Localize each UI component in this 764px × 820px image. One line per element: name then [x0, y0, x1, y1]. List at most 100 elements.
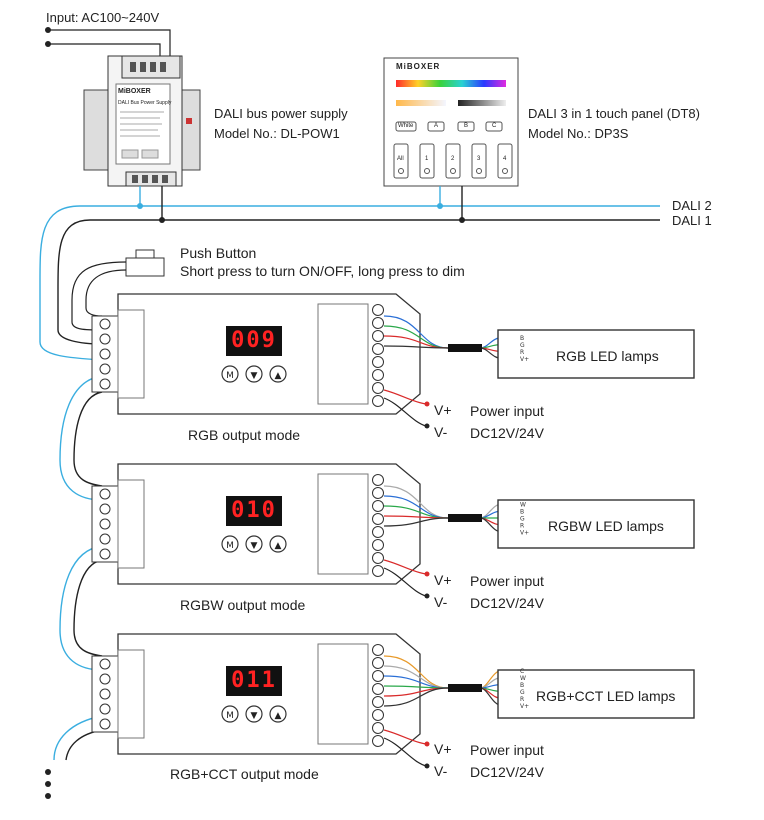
controller-output-label-area [317, 473, 369, 575]
cable-sheath [448, 344, 482, 352]
lamp-pin-label: R [520, 523, 524, 530]
lamp-pin-label: W [520, 502, 526, 509]
power-supply-brand: MiBOXER [118, 88, 151, 95]
power-negative-dot [424, 593, 430, 599]
output-terminal-screw [372, 722, 384, 734]
output-terminal-screw [372, 670, 384, 682]
lamp-box [497, 329, 695, 379]
power-wire-negative [383, 397, 427, 427]
output-terminal-screw [372, 487, 384, 499]
controller-1-mode-label: RGB output mode [188, 427, 301, 443]
controller-input-label-area [117, 309, 145, 399]
output-terminal-screw [372, 356, 384, 368]
control-button-label: ▼ [251, 711, 258, 721]
cable-sheath [448, 514, 482, 522]
push-button-title: Push Button [180, 245, 257, 261]
controller-1-display: 009 [226, 326, 282, 356]
control-button [269, 535, 287, 553]
control-button [245, 705, 263, 723]
lamp-pin-label: G [520, 689, 525, 696]
controller-2-lamp-label: RGBW LED lamps [548, 518, 664, 534]
lamp-box [497, 499, 695, 549]
output-terminal-screw [372, 735, 384, 747]
lamp-pin-label: B [520, 682, 524, 689]
control-button-label: M [226, 711, 234, 721]
output-terminal-screw [372, 657, 384, 669]
power-wire-positive [383, 559, 427, 575]
controller-3-vplus: V+ [434, 741, 452, 757]
ac-input-label: Input: AC100~240V [46, 10, 160, 25]
controller-input-label-area [117, 649, 145, 739]
controller-2-vplus: V+ [434, 572, 452, 588]
terminal-screw [99, 378, 111, 390]
touch-panel-button-white: White [398, 123, 414, 129]
terminal-screw [99, 488, 111, 500]
output-terminal-screw [372, 330, 384, 342]
output-terminal-screw [372, 369, 384, 381]
lamp-box [497, 669, 695, 719]
controller-output-label-area [317, 643, 369, 745]
terminal-screw [99, 703, 111, 715]
controller-3-mode-label: RGB+CCT output mode [170, 766, 319, 782]
control-button-label: ▲ [275, 711, 282, 721]
touch-panel-model: Model No.: DP3S [528, 126, 629, 141]
dali1-label: DALI 1 [672, 213, 712, 228]
touch-panel-button-b: B [464, 123, 469, 129]
control-button-label: M [226, 371, 234, 381]
control-button [221, 365, 239, 383]
output-terminal-screw [372, 683, 384, 695]
power-supply-label: DALI Bus Power Supply [118, 100, 172, 106]
lamp-pin-label: R [520, 696, 524, 703]
controller-2-mode-label: RGBW output mode [180, 597, 306, 613]
touch-panel-button-a: A [434, 123, 439, 129]
terminal-screw [99, 363, 111, 375]
controller-input-label-area [117, 479, 145, 569]
power-supply-title: DALI bus power supply [214, 106, 348, 121]
push-button-device [71, 249, 165, 331]
power-wire-positive [383, 729, 427, 745]
terminal-screw [99, 333, 111, 345]
control-button [245, 365, 263, 383]
controller-2-display: 010 [226, 496, 282, 526]
controller-1-lamp-label: RGB LED lamps [556, 348, 659, 364]
controller-3-display: 011 [226, 666, 282, 696]
lamp-pin-label: G [520, 516, 525, 523]
touch-panel-brand: MiBOXER [396, 62, 441, 71]
terminal-screw [99, 548, 111, 560]
lamp-pin-label: C [520, 668, 524, 675]
output-terminal-screw [372, 474, 384, 486]
dali-power-supply-device [83, 55, 201, 187]
control-button-label: ▲ [275, 371, 282, 381]
controller-chain-wires [45, 375, 103, 799]
control-button [269, 705, 287, 723]
cable-sheath [448, 684, 482, 692]
lamp-pin-label: W [520, 675, 526, 682]
terminal-screw [99, 533, 111, 545]
lamp-pin-label: B [520, 335, 524, 342]
controller-2-power-title: Power input [470, 573, 544, 589]
lamp-pin-label: G [520, 342, 525, 349]
controller-3-lamp-label: RGB+CCT LED lamps [536, 688, 676, 704]
control-button-label: ▼ [251, 371, 258, 381]
output-terminal-screw [372, 526, 384, 538]
output-terminal-screw [372, 304, 384, 316]
controller-3-power-title: Power input [470, 742, 544, 758]
lamp-pin-label: R [520, 349, 524, 356]
lamp-pin-label: V+ [520, 356, 529, 363]
control-button [245, 535, 263, 553]
controller-2-vminus: V- [434, 594, 448, 610]
power-negative-dot [424, 763, 430, 769]
power-positive-dot [424, 401, 430, 407]
controller-1-vplus: V+ [434, 402, 452, 418]
control-button-label: ▼ [251, 541, 258, 551]
controller-3-vminus: V- [434, 763, 448, 779]
terminal-screw [99, 673, 111, 685]
power-supply-model: Model No.: DL-POW1 [214, 126, 340, 141]
controller-1-power-title: Power input [470, 403, 544, 419]
power-negative-dot [424, 423, 430, 429]
lamp-pin-label: V+ [520, 703, 529, 710]
touch-panel-zone-3: 3 [477, 156, 481, 162]
output-terminal-screw [372, 395, 384, 407]
